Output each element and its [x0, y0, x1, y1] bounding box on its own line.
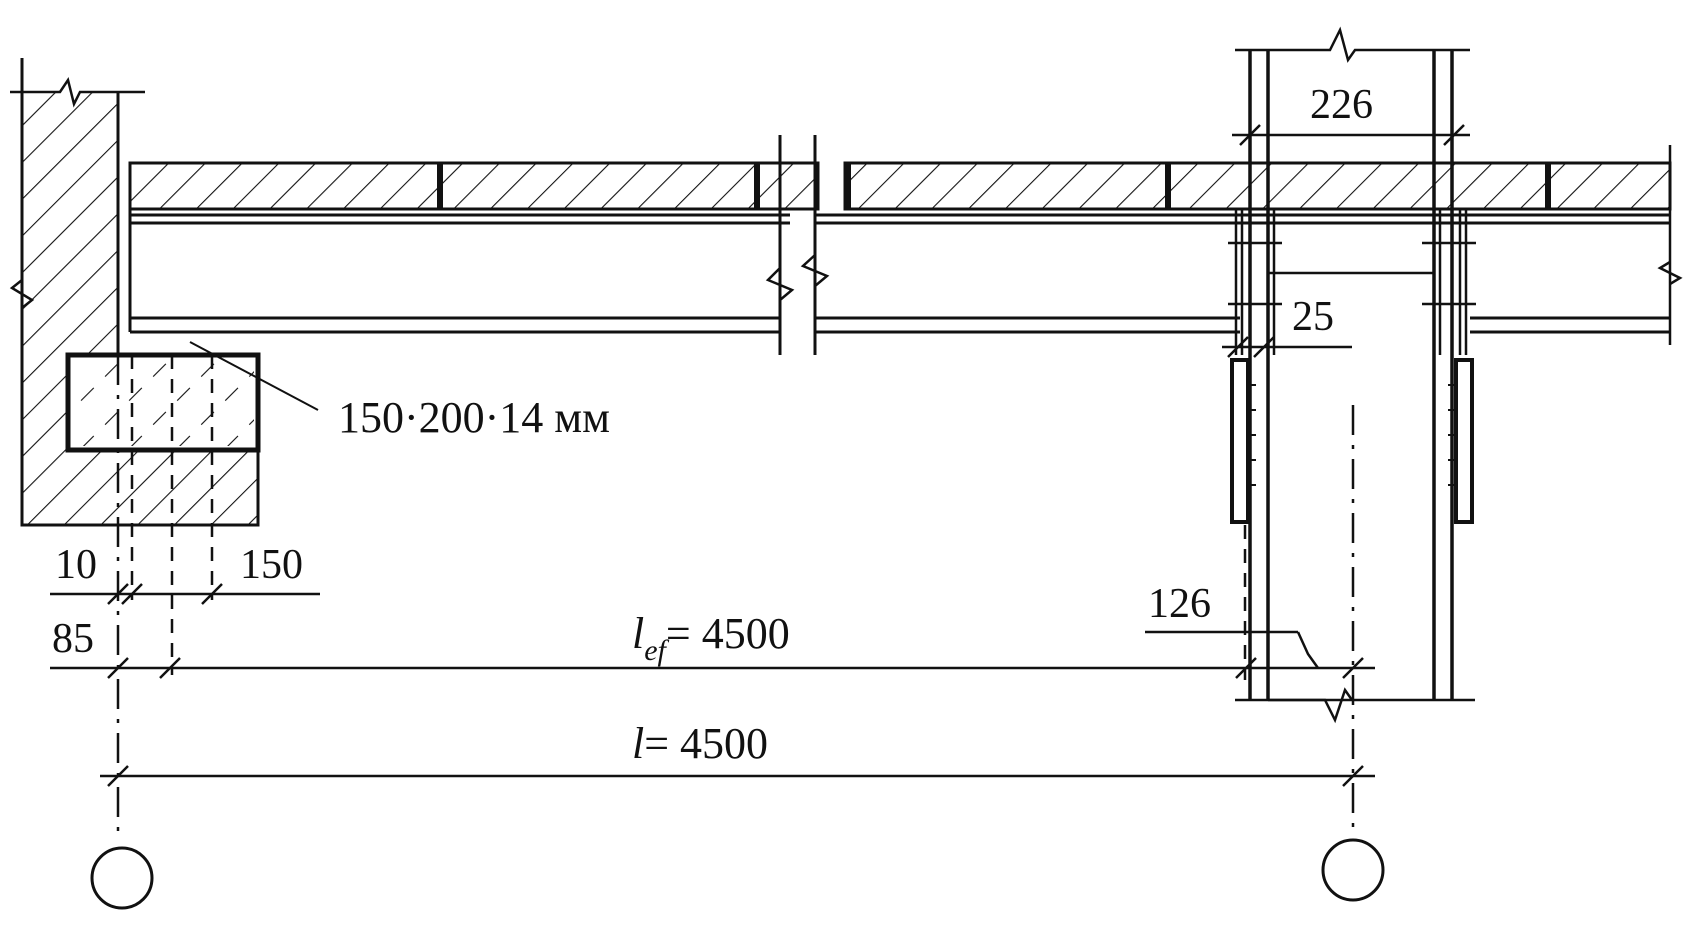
connection-right [1422, 209, 1476, 524]
dim-226-tick-l [1239, 124, 1261, 146]
deck-slab [128, 161, 1672, 211]
beam-right-break [1657, 260, 1683, 286]
dim-25-label: 25 [1292, 294, 1334, 340]
bearing-plate: 150·200·14 мм [65, 341, 610, 453]
dim-l-label: l= 4500 [632, 719, 768, 768]
beam [128, 145, 1683, 345]
masonry-wall [9, 58, 260, 527]
wall-outline [20, 58, 260, 527]
dim-150-label: 150 [240, 542, 303, 588]
wall-top-break [10, 76, 145, 108]
slab-left-segment [128, 161, 820, 211]
dim-l-tick-2 [1342, 765, 1364, 787]
dim-25-tick-r [1253, 336, 1275, 358]
column-top-break [1235, 26, 1470, 63]
axis-bubble-right [1321, 838, 1385, 902]
dim-126-bracket [1296, 631, 1320, 669]
plate-size-label: 150·200·14 мм [338, 393, 610, 442]
dim-126-label: 126 [1148, 581, 1211, 627]
dim-lef-label: lef= 4500 [632, 609, 790, 667]
dim-lef-tick-4 [1342, 657, 1364, 679]
axis-bubble-left [90, 846, 154, 910]
span-break [765, 135, 830, 355]
dim-226-tick-r [1443, 124, 1465, 146]
dimensions: 226 25 10 150 85 lef= 4500 126 l= 4500 [50, 82, 1470, 787]
column [1235, 26, 1475, 724]
dim-lef-tick-1 [107, 657, 129, 679]
column-bottom-break [1268, 687, 1354, 724]
dim-l-symbol: l [632, 719, 644, 768]
dim-25-tick-l [1227, 336, 1249, 358]
dim-lef-tick-3 [1235, 657, 1257, 679]
dim-lef-symbol: l [632, 609, 644, 658]
plate-hatch [72, 359, 254, 446]
dim-lef-value: = 4500 [666, 609, 790, 658]
stiffener-right [1454, 358, 1474, 524]
dim-226-label: 226 [1310, 82, 1373, 128]
dim-lef-tick-2 [159, 657, 181, 679]
dim-85-label: 85 [52, 616, 94, 662]
dim-lef-subscript: ef [644, 634, 669, 667]
break-zigzag-left [765, 267, 795, 301]
dim-10-label: 10 [55, 542, 97, 588]
dim-10-tick-1 [107, 583, 129, 605]
connection-left [1228, 209, 1282, 524]
wall-side-break [9, 279, 35, 309]
dim-l-tick-1 [107, 765, 129, 787]
plate-leader [189, 341, 319, 411]
stiffener-left [1230, 358, 1250, 524]
dim-10-tick-2 [121, 583, 143, 605]
break-zigzag-right [800, 254, 830, 287]
dim-l-value: = 4500 [644, 719, 768, 768]
dim-150-tick [201, 583, 223, 605]
wall-hatch-area [22, 92, 258, 525]
